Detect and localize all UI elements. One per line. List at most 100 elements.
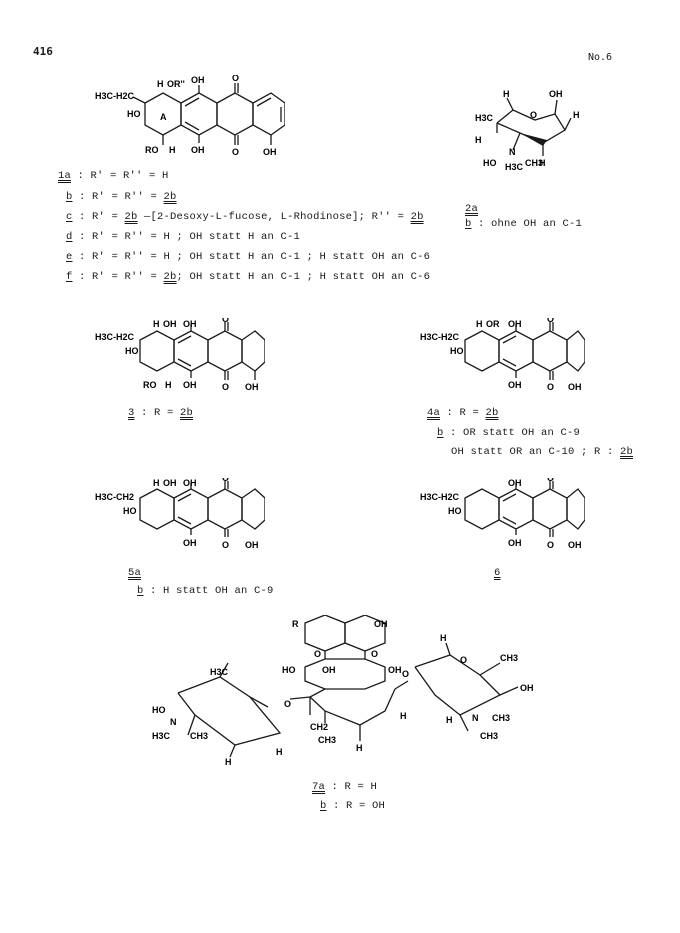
label-ethyl: H3C-H2C <box>95 332 135 342</box>
label-ho: HO <box>127 109 141 119</box>
structure-4-diagram: H OR OH O H3C-H2C HO OH O OH <box>420 318 585 392</box>
label-o-bottom: O <box>222 540 229 550</box>
label-or-double: OR'' <box>167 79 185 89</box>
label-h-c7: H <box>400 711 407 721</box>
label-n-right: N <box>472 713 479 723</box>
caption-1c: c : R' = 2b —[2-Desoxy-L-fucose, L-Rhodi… <box>66 211 424 223</box>
label-h-right-top: H <box>440 633 447 643</box>
label-ch3: CH3 <box>525 158 543 168</box>
label-ho-left: HO <box>152 705 166 715</box>
label-oh-b: OH <box>183 478 197 488</box>
label-ho: HO <box>125 346 139 356</box>
label-ethyl: H3C-H2C <box>420 492 460 502</box>
label-oh-top: OH <box>191 75 205 85</box>
label-oh-top: OH <box>508 478 522 488</box>
label-o-bottom: O <box>232 147 239 157</box>
label-or: OR <box>486 319 500 329</box>
label-ho: HO <box>483 158 497 168</box>
label-h: H <box>165 380 172 390</box>
label-h-bottom: H <box>169 145 176 155</box>
label-o-bottom: O <box>547 382 554 392</box>
label-oh-b: OH <box>183 319 197 329</box>
label-ring-a: A <box>160 112 167 122</box>
caption-5a: 5a <box>128 567 142 579</box>
label-o-bottom: O <box>222 382 229 392</box>
label-oh-right: OH <box>568 540 582 550</box>
label-ho: HO <box>123 506 137 516</box>
label-oh-a: OH <box>163 478 177 488</box>
label-h3c: H3C <box>475 113 494 123</box>
label-oh-top: OH <box>508 319 522 329</box>
caption-6: 6 <box>494 567 501 579</box>
label-ch3-right: CH3 <box>500 653 518 663</box>
label-o-top: O <box>232 75 239 83</box>
label-o-left: O <box>314 649 321 659</box>
label-h-bottom: H <box>539 158 546 168</box>
label-ho: HO <box>448 506 462 516</box>
label-oh-far-right: OH <box>520 683 534 693</box>
label-ro: RO <box>143 380 157 390</box>
label-oh-top: OH <box>374 619 388 629</box>
label-h-right-bottom: H <box>446 715 453 725</box>
label-oh-a: OH <box>163 319 177 329</box>
label-h-oh: H <box>153 319 160 329</box>
label-h: H <box>503 89 510 99</box>
structure-5-diagram: H OH OH O H3C-CH2 HO OH O OH <box>95 478 265 550</box>
label-oh-mid: OH <box>191 145 205 155</box>
label-n-left: N <box>170 717 177 727</box>
label-ch3-mid: CH3 <box>318 735 336 745</box>
caption-2b: b : ohne OH an C-1 <box>465 218 583 230</box>
caption-4b-line1: b : OR statt OH an C-9 <box>437 427 581 439</box>
label-ch3-n-right: CH3 <box>492 713 510 723</box>
label-h-left: H <box>475 135 482 145</box>
label-h: H <box>476 319 483 329</box>
label-ethyl: H3C-CH2 <box>95 492 134 502</box>
structure-6-diagram: OH O H3C-H2C HO OH O OH <box>420 478 585 550</box>
label-o-glyc-right: O <box>402 669 409 679</box>
label-o-top: O <box>547 478 554 483</box>
label-oh-bottom: OH <box>508 538 522 548</box>
label-o-glyc-left: O <box>284 699 291 709</box>
label-r: R <box>292 619 299 629</box>
label-oh-right: OH <box>263 147 277 157</box>
structure-2-diagram: H OH H3C O H H N HO H3C CH3 H <box>475 89 580 172</box>
structure-3-diagram: H OH OH O H3C-H2C HO RO H OH O OH <box>95 318 265 392</box>
caption-1b: b : R' = R'' = 2b <box>66 191 177 203</box>
label-o-top: O <box>547 318 554 324</box>
label-ch3-left: CH3 <box>190 731 208 741</box>
caption-4b-line2: OH statt OR an C-10 ; R : 2b <box>451 446 634 458</box>
label-h3c-n: H3C <box>505 162 524 172</box>
caption-7a: 7a : R = H <box>312 781 378 793</box>
structure-7-diagram: R OH O O HO OH OH O CH2 CH3 H H H3C HO N… <box>152 615 534 767</box>
label-o-ring: O <box>530 110 537 120</box>
label-oh-mid: OH <box>322 665 336 675</box>
label-ethyl: H3C-H2C <box>95 91 135 101</box>
label-ro: RO <box>145 145 159 155</box>
structure-1-diagram: H OR'' OH O H3C-H2C HO A RO H OH O OH <box>95 75 285 157</box>
label-ho: HO <box>282 665 296 675</box>
label-oh-c: OH <box>183 380 197 390</box>
label-ho: HO <box>450 346 464 356</box>
caption-1f: f : R' = R'' = 2b; OH statt H an C-1 ; H… <box>66 271 431 283</box>
label-h-right: H <box>573 110 580 120</box>
page-number: 416 <box>33 45 53 58</box>
label-h-mid: H <box>356 743 363 753</box>
label-o-ring-right: O <box>460 655 467 665</box>
caption-3: 3 : R = 2b <box>128 407 194 419</box>
caption-2a: 2a <box>465 203 479 215</box>
label-oh-c: OH <box>183 538 197 548</box>
label-oh-d: OH <box>245 540 259 550</box>
label-h-top: H <box>157 79 164 89</box>
label-oh-right: OH <box>568 382 582 392</box>
label-oh: OH <box>549 89 563 99</box>
caption-1a: 1a : R' = R'' = H <box>58 170 169 182</box>
issue-number: No.6 <box>588 52 613 63</box>
label-oh-right: OH <box>388 665 402 675</box>
label-ethyl: H3C-H2C <box>420 332 460 342</box>
label-ch3-n-right2: CH3 <box>480 731 498 741</box>
label-o-bottom: O <box>547 540 554 550</box>
label-ch2: CH2 <box>310 722 328 732</box>
label-h3c-n-left: H3C <box>152 731 171 741</box>
label-o-top: O <box>222 318 229 324</box>
caption-1d: d : R' = R'' = H ; OH statt H an C-1 <box>66 231 301 243</box>
